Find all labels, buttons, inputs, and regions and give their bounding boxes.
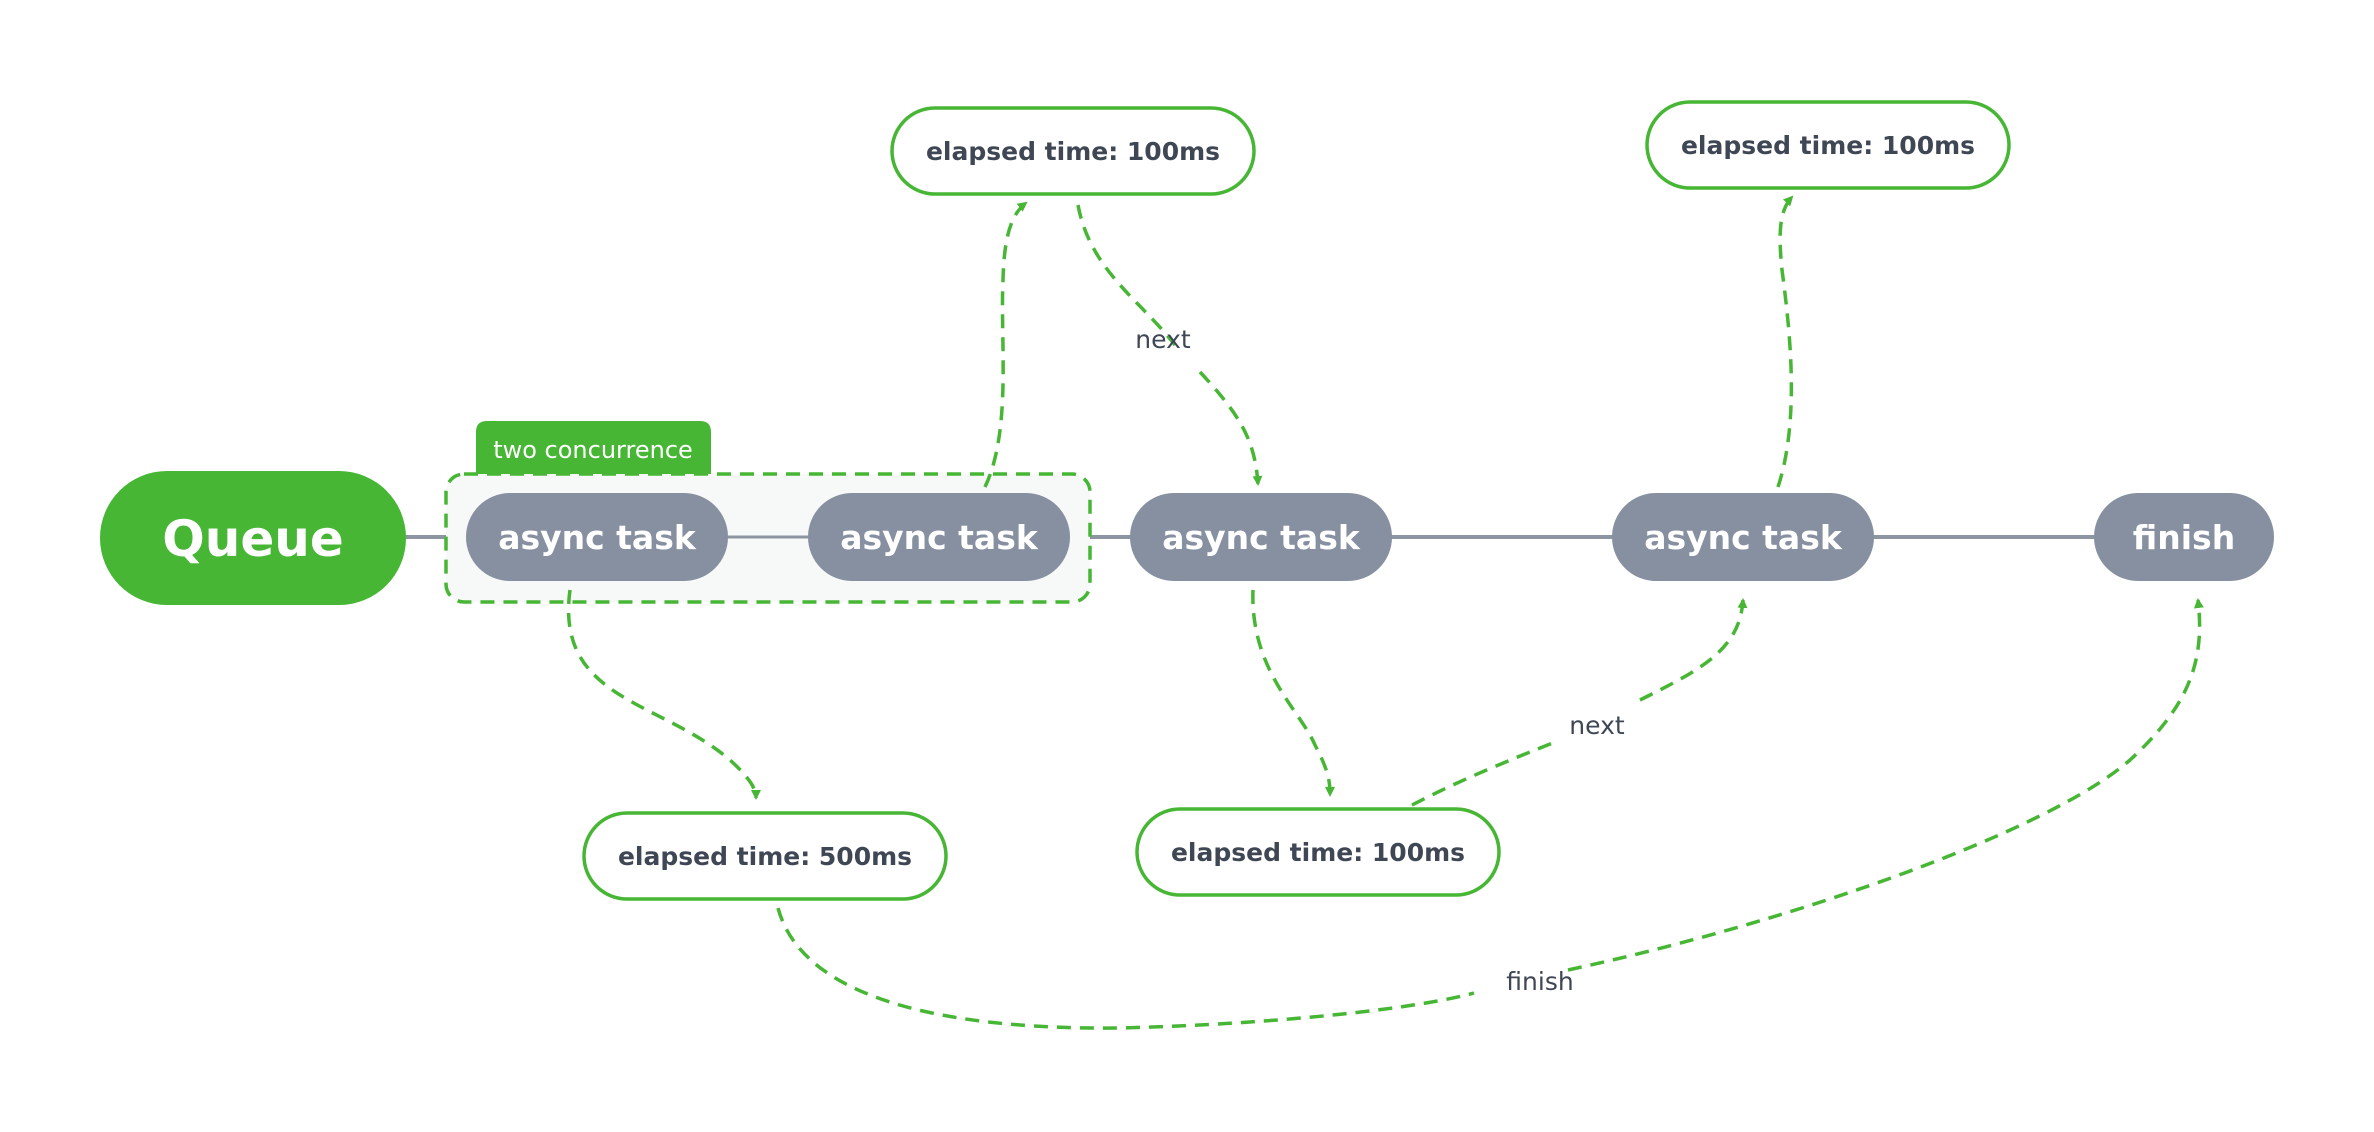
- edge-task2-to-elapsed-top: [983, 201, 1028, 488]
- finish-node: finish: [2094, 493, 2274, 581]
- async-task-label: async task: [1162, 518, 1361, 557]
- finish-node-label: finish: [2133, 518, 2235, 557]
- edge-label-finish: finish: [1506, 967, 1573, 996]
- async-task-node: async task: [1612, 493, 1874, 581]
- elapsed-time-label: elapsed time: 100ms: [926, 137, 1220, 166]
- queue-label: Queue: [162, 510, 344, 568]
- edge-label-next-bottom: next: [1569, 711, 1625, 740]
- queue-node: Queue: [100, 471, 406, 605]
- edge-task4-to-elapsed-right: [1776, 195, 1794, 488]
- elapsed-time-box: elapsed time: 100ms: [890, 106, 1256, 196]
- edge-elapsed-500-to-finish: [776, 600, 2200, 1030]
- concurrency-group-tag: [476, 421, 711, 474]
- elapsed-time-label: elapsed time: 500ms: [618, 842, 912, 871]
- edge-elapsed-top-to-task3: [1076, 204, 1258, 484]
- async-task-node: async task: [466, 493, 728, 581]
- async-task-label: async task: [498, 518, 697, 557]
- async-task-node: async task: [808, 493, 1070, 581]
- elapsed-time-box: elapsed time: 500ms: [582, 811, 948, 901]
- async-task-node: async task: [1130, 493, 1392, 581]
- elapsed-time-label: elapsed time: 100ms: [1681, 131, 1975, 160]
- elapsed-time-label: elapsed time: 100ms: [1171, 838, 1465, 867]
- edge-elapsed-bottom-to-task4: [1411, 600, 1743, 807]
- concurrency-group-tag-label: two concurrence: [493, 436, 693, 464]
- elapsed-time-box: elapsed time: 100ms: [1645, 100, 2011, 190]
- async-task-label: async task: [840, 518, 1039, 557]
- edge-task3-to-elapsed-bottom: [1251, 589, 1335, 797]
- async-task-label: async task: [1644, 518, 1843, 557]
- elapsed-time-box: elapsed time: 100ms: [1135, 807, 1501, 897]
- edge-label-next-top: next: [1135, 325, 1191, 354]
- edge-task1-to-elapsed-500: [566, 589, 761, 800]
